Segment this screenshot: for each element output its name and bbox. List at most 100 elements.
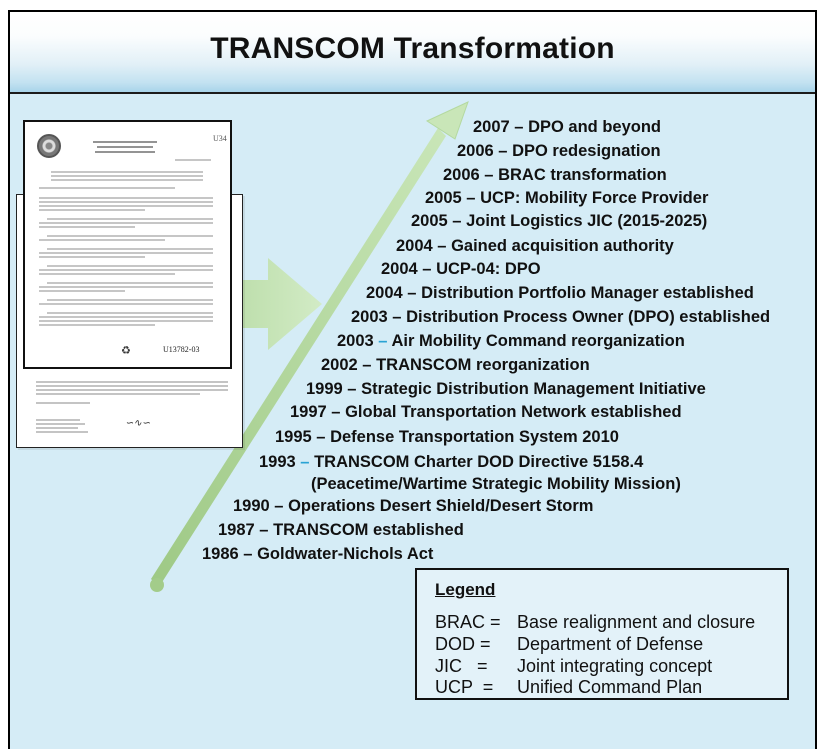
milestone-text: DPO redesignation: [512, 142, 661, 160]
milestone-text: Strategic Distribution Management Initia…: [361, 380, 706, 398]
legend-item: UCP = Unified Command Plan: [435, 677, 702, 698]
page-title: TRANSCOM Transformation: [210, 32, 615, 65]
milestone-year: 2006: [443, 166, 480, 184]
milestone-year: 1993: [259, 453, 296, 471]
milestone-dash: –: [402, 284, 422, 302]
milestone-item: 2004 – Gained acquisition authority: [396, 237, 674, 256]
document-corner-mark: U34: [213, 134, 227, 143]
milestone-year: 1999: [306, 380, 343, 398]
milestone-year: 2004: [381, 260, 418, 278]
milestone-dash: –: [342, 380, 362, 398]
legend-abbr: UCP =: [435, 677, 494, 697]
legend-title: Legend: [435, 580, 496, 599]
milestone-dash: –: [432, 237, 452, 255]
milestone-year: 2005: [425, 189, 462, 207]
milestone-item: 2005 – UCP: Mobility Force Provider: [425, 189, 708, 208]
document-front-page: U34: [23, 120, 232, 369]
milestone-text: BRAC transformation: [498, 166, 667, 184]
recycle-icon: ♻: [121, 345, 131, 357]
signature: ∽∿∽: [125, 418, 151, 429]
legend-abbr: BRAC =: [435, 612, 501, 632]
milestone-item: 1987 – TRANSCOM established: [218, 521, 464, 540]
milestone-dash: –: [417, 260, 437, 278]
milestone-text: Gained acquisition authority: [451, 237, 674, 255]
legend-definition: Unified Command Plan: [517, 677, 703, 697]
milestone-item: 2003 – Air Mobility Command reorganizati…: [337, 332, 685, 351]
milestone-dash: –: [387, 308, 407, 326]
milestone-dash: –: [461, 189, 481, 207]
milestone-dash: –: [493, 142, 513, 160]
milestone-text: Distribution Portfolio Manager establish…: [421, 284, 754, 302]
milestone-item: 2003 – Distribution Process Owner (DPO) …: [351, 308, 770, 327]
milestone-year: 2006: [457, 142, 494, 160]
milestone-item: 1990 – Operations Desert Shield/Desert S…: [233, 497, 593, 516]
milestone-text: UCP-04: DPO: [436, 260, 541, 278]
milestone-dash: –: [447, 212, 467, 230]
milestone-dash: –: [373, 332, 392, 350]
milestone-year: 2003: [337, 332, 374, 350]
milestone-item: 2005 – Joint Logistics JIC (2015-2025): [411, 212, 707, 231]
milestone-text: TRANSCOM reorganization: [376, 356, 590, 374]
milestone-text: Air Mobility Command reorganization: [391, 332, 685, 350]
timeline-start-icon: [150, 578, 164, 592]
milestone-item: 2006 – DPO redesignation: [457, 142, 661, 161]
milestone-year: 1997: [290, 403, 327, 421]
milestone-item: 2004 – Distribution Portfolio Manager es…: [366, 284, 754, 303]
legend-abbr: JIC =: [435, 656, 488, 676]
milestone-dash: –: [479, 166, 499, 184]
milestone-text: TRANSCOM established: [273, 521, 464, 539]
milestone-year: 2003: [351, 308, 388, 326]
legend: Legend BRAC = Base realignment and closu…: [415, 568, 789, 700]
milestone-subtext: (Peacetime/Wartime Strategic Mobility Mi…: [311, 475, 681, 493]
milestone-item: 2006 – BRAC transformation: [443, 166, 667, 185]
milestone-year: 2004: [366, 284, 403, 302]
milestone-item: 2007 – DPO and beyond: [473, 118, 661, 137]
milestone-item: 2004 – UCP-04: DPO: [381, 260, 541, 279]
milestone-text: Defense Transportation System 2010: [330, 428, 619, 446]
milestone-dash: –: [311, 428, 331, 446]
milestone-dash: –: [357, 356, 377, 374]
milestone-text: UCP: Mobility Force Provider: [480, 189, 709, 207]
milestone-text: Global Transportation Network establishe…: [345, 403, 682, 421]
milestone-item: 1993 – TRANSCOM Charter DOD Directive 51…: [259, 453, 643, 472]
milestone-year: 1986: [202, 545, 239, 563]
legend-definition: Base realignment and closure: [517, 612, 756, 632]
title-band: TRANSCOM Transformation: [10, 12, 815, 94]
legend-item: DOD = Department of Defense: [435, 634, 703, 655]
milestone-year: 2005: [411, 212, 448, 230]
milestone-year: 1995: [275, 428, 312, 446]
milestone-item: 1986 – Goldwater-Nichols Act: [202, 545, 433, 564]
legend-item: BRAC = Base realignment and closure: [435, 612, 755, 633]
legend-definition: Joint integrating concept: [517, 656, 713, 676]
timeline-arrow-shaft: [151, 128, 446, 587]
milestone-year: 2007: [473, 118, 510, 136]
department-seal-icon: [37, 134, 61, 158]
milestone-text: Operations Desert Shield/Desert Storm: [288, 497, 594, 515]
timeline-arrow-head: [425, 101, 469, 140]
milestone-item: 1995 – Defense Transportation System 201…: [275, 428, 619, 447]
milestone-item: 1999 – Strategic Distribution Management…: [306, 380, 706, 399]
milestone-dash: –: [269, 497, 289, 515]
document-number: U13782-03: [163, 345, 200, 354]
document-text-lines: [39, 141, 213, 326]
milestone-dash: –: [326, 403, 346, 421]
milestone-year: 2002: [321, 356, 358, 374]
milestone-text: Distribution Process Owner (DPO) establi…: [406, 308, 771, 326]
legend-abbr: DOD =: [435, 634, 491, 654]
milestone-text: DPO and beyond: [528, 118, 662, 136]
milestone-item: 1997 – Global Transportation Network est…: [290, 403, 682, 422]
milestone-year: 1990: [233, 497, 270, 515]
milestone-dash: –: [254, 521, 274, 539]
milestone-dash: –: [509, 118, 529, 136]
milestone-text: Joint Logistics JIC (2015-2025): [466, 212, 708, 230]
milestone-dash: –: [238, 545, 258, 563]
legend-definition: Department of Defense: [517, 634, 704, 654]
milestone-dash: –: [295, 453, 315, 471]
milestone-year: 2004: [396, 237, 433, 255]
legend-item: JIC = Joint integrating concept: [435, 656, 712, 677]
doc-pointer-arrow: [226, 258, 322, 350]
milestone-text: Goldwater-Nichols Act: [257, 545, 434, 563]
milestone-year: 1987: [218, 521, 255, 539]
